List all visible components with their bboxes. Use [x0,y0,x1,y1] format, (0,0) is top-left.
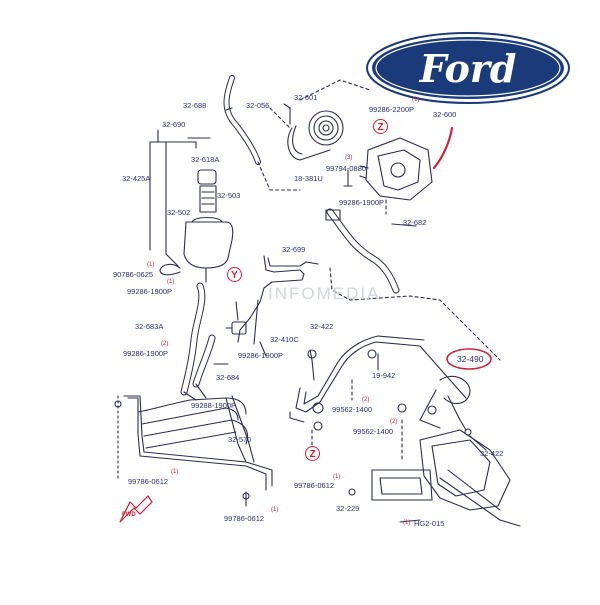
qty-marker: (1) [271,507,279,513]
part-label: 32-410C [270,335,299,344]
part-label: 32-503 [217,191,241,200]
callout-z: Z [305,446,320,461]
qty-marker: (3) [345,155,353,161]
part-label: 32-056 [246,101,270,110]
qty-marker: (1) [147,262,155,268]
part-label: 32-690 [162,120,186,129]
qty-marker: (2) [362,397,370,403]
qty-marker: (1) [333,474,341,480]
part-label: 32-683A [135,322,164,331]
part-label-highlighted: 32-490 [457,354,484,364]
part-label: 32-422 [310,322,334,331]
part-label: HG2-015 [414,519,445,528]
part-label: 32-425A [122,174,151,183]
part-label: 18-381U [294,174,323,183]
part-label: 99562-1400 [332,405,373,414]
part-label: 19-942 [372,371,396,380]
part-label: 99286-1900P [339,198,385,207]
highlight-ring [446,348,492,370]
part-label: 32-684 [216,373,240,382]
part-label: 32-502 [167,208,191,217]
part-label: 99786-0612 [294,481,335,490]
part-label: 99286-2200P [369,105,415,114]
part-label: 90786-0625 [113,270,154,279]
fwd-label: FWD [122,512,136,518]
part-label: 32-570 [228,435,252,444]
part-label: 99786-0612 [224,514,265,523]
part-label: 32-600 [433,110,457,119]
part-label: 32-699 [282,245,306,254]
part-label: 32-618A [191,155,220,164]
part-label: 32-601 [294,93,318,102]
svg-text:Ford: Ford [419,46,517,91]
part-label: 99286-1900P [123,349,169,358]
part-label: 32-688 [183,101,207,110]
part-label: 32-422 [480,449,504,458]
part-label: 99794-0880 [326,164,367,173]
part-label: 99786-0612 [128,477,169,486]
callout-z: Z [373,119,388,134]
part-label: 32-682 [403,218,427,227]
qty-marker: (1) [171,469,179,475]
ford-logo: Ford [366,32,570,104]
watermark: INFOMEDIA [268,284,381,303]
qty-marker: (1) [167,279,175,285]
callout-y: Y [227,267,242,282]
qty-marker: (2) [390,419,398,425]
part-label: 32-229 [336,504,360,513]
fwd-arrow-icon [119,495,153,523]
qty-marker: (1) [412,97,420,103]
part-label: 99288-1900P [191,401,237,410]
part-label: 99286-1900P [127,287,173,296]
qty-marker: (2) [161,341,169,347]
qty-marker: (1) [403,520,411,526]
part-label: 99286-1900P [238,351,284,360]
part-label: 99562-1400 [353,427,394,436]
